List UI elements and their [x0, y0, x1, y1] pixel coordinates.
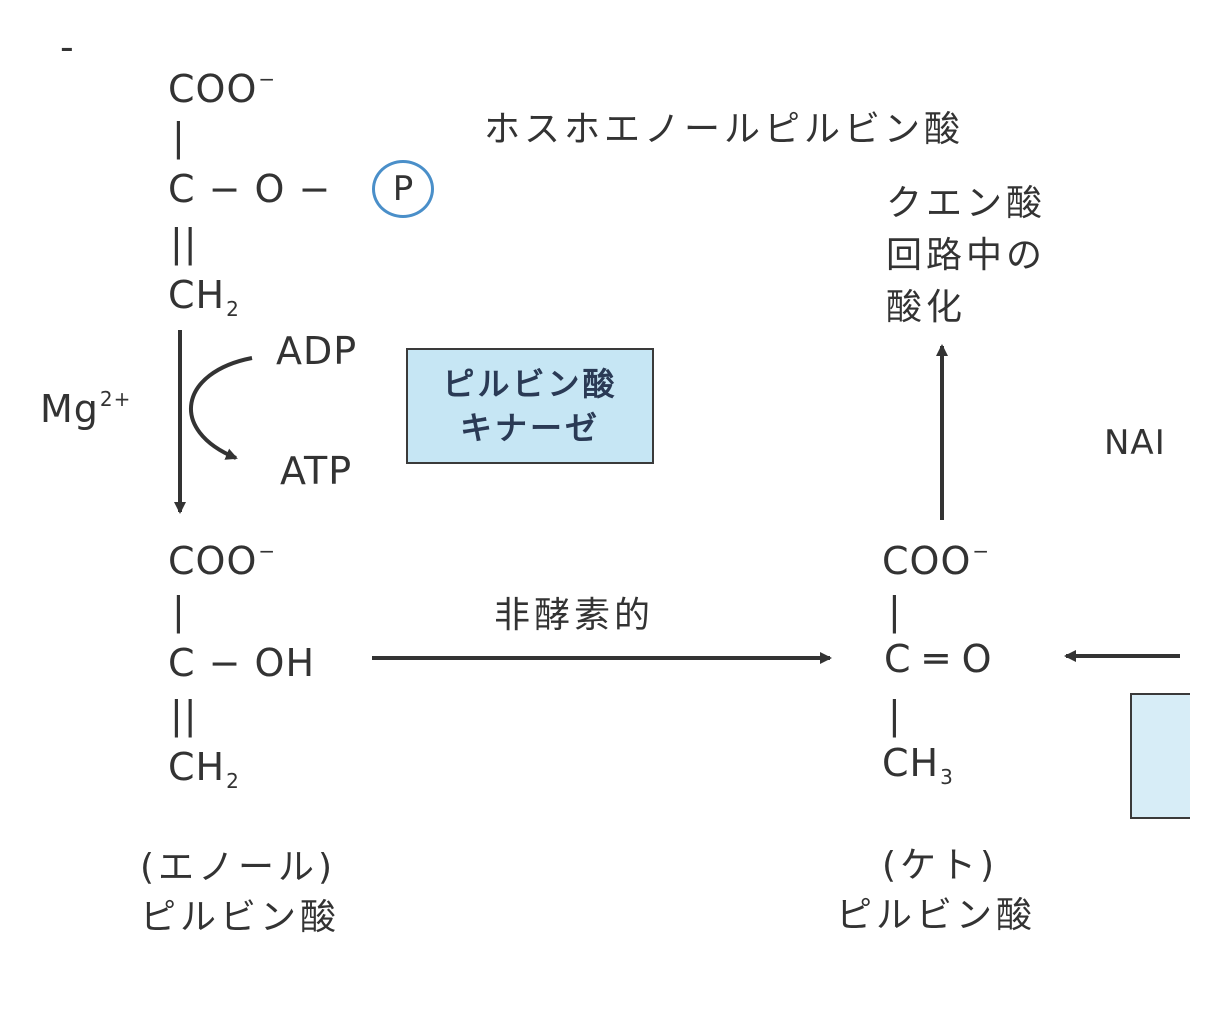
mg-cofactor: Mg2+ — [40, 387, 132, 431]
enol-bond-double: || — [170, 693, 198, 737]
keto-coo: COO− — [882, 539, 991, 583]
keto-caption-line2: ピルビン酸 — [836, 895, 1037, 936]
keto-c-row: C ═ O — [884, 637, 993, 681]
enzyme-label-line1: ピルビン酸 — [442, 365, 618, 403]
citric-line2: 回路中の — [886, 235, 1047, 276]
phosphate-icon: P — [372, 160, 434, 218]
pep-ch2: CH2 — [168, 273, 240, 321]
enol-ch2: CH2 — [168, 745, 240, 793]
keto-bond-single: | — [888, 589, 902, 633]
side-enzyme-box-partial — [1130, 693, 1190, 819]
pep-c-row: C − O − — [168, 167, 332, 211]
corner-mark: - — [60, 25, 75, 69]
pep-bond-single: | — [172, 115, 186, 159]
nad-label-partial: NAI — [1104, 423, 1166, 463]
enol-caption-line1: (エノール) — [140, 847, 337, 888]
keto-ch3: CH3 — [882, 741, 954, 789]
enol-c-row: C − OH — [168, 641, 316, 685]
adp-label: ADP — [276, 329, 358, 373]
nonenzymatic-label: 非酵素的 — [494, 595, 655, 636]
pyruvate-kinase-box: ピルビン酸 キナーゼ — [406, 348, 654, 464]
citric-line3: 酸化 — [886, 287, 967, 328]
atp-label: ATP — [280, 449, 353, 493]
enzyme-label-line2: キナーゼ — [459, 409, 600, 447]
adp-atp-curve-arrow — [189, 356, 253, 460]
pep-bond-double: || — [170, 221, 198, 265]
keto-caption-line1: (ケト) — [882, 845, 999, 886]
enol-coo: COO− — [168, 539, 277, 583]
enol-caption-line2: ピルビン酸 — [140, 897, 341, 938]
pep-name: ホスホエノールピルビン酸 — [484, 109, 965, 150]
keto-bond-single-2: | — [888, 693, 902, 737]
citric-line1: クエン酸 — [886, 183, 1047, 224]
enol-bond-single: | — [172, 589, 186, 633]
pep-coo: COO− — [168, 67, 277, 111]
